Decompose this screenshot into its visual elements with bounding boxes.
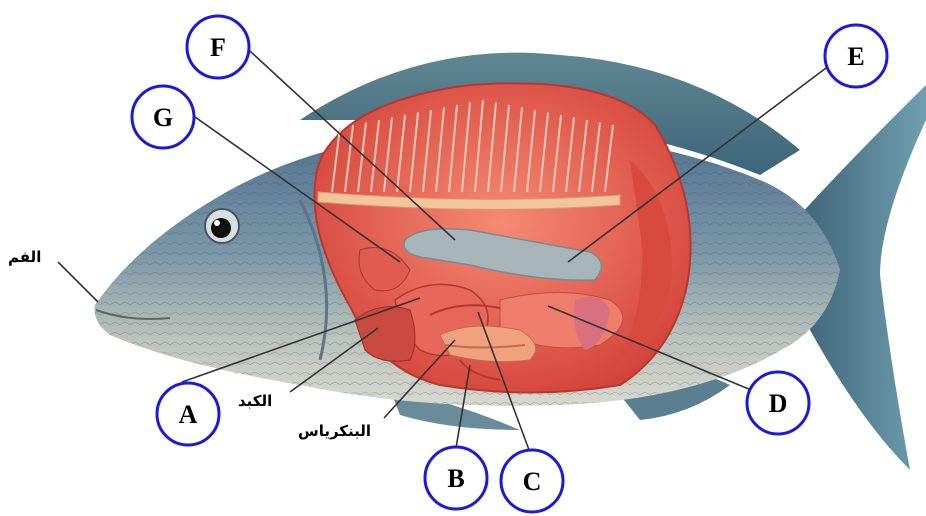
marker-b: B — [425, 447, 487, 509]
marker-a-letter: A — [179, 400, 198, 429]
marker-f: F — [187, 16, 249, 78]
marker-f-letter: F — [210, 33, 226, 62]
marker-c-letter: C — [523, 467, 542, 496]
marker-e-letter: E — [847, 42, 864, 71]
marker-g-letter: G — [153, 103, 173, 132]
eye — [205, 209, 239, 243]
marker-c: C — [501, 450, 563, 512]
label-pancreas: البنكرياس — [298, 422, 371, 440]
marker-a: A — [157, 383, 219, 445]
label-liver: الكبد — [238, 392, 272, 410]
marker-e: E — [825, 25, 887, 87]
marker-g: G — [132, 86, 194, 148]
marker-d-letter: D — [769, 389, 788, 418]
marker-d: D — [747, 372, 809, 434]
label-mouth: الفم — [8, 248, 41, 266]
marker-b-letter: B — [447, 464, 464, 493]
leader-line-mouth — [58, 262, 98, 302]
